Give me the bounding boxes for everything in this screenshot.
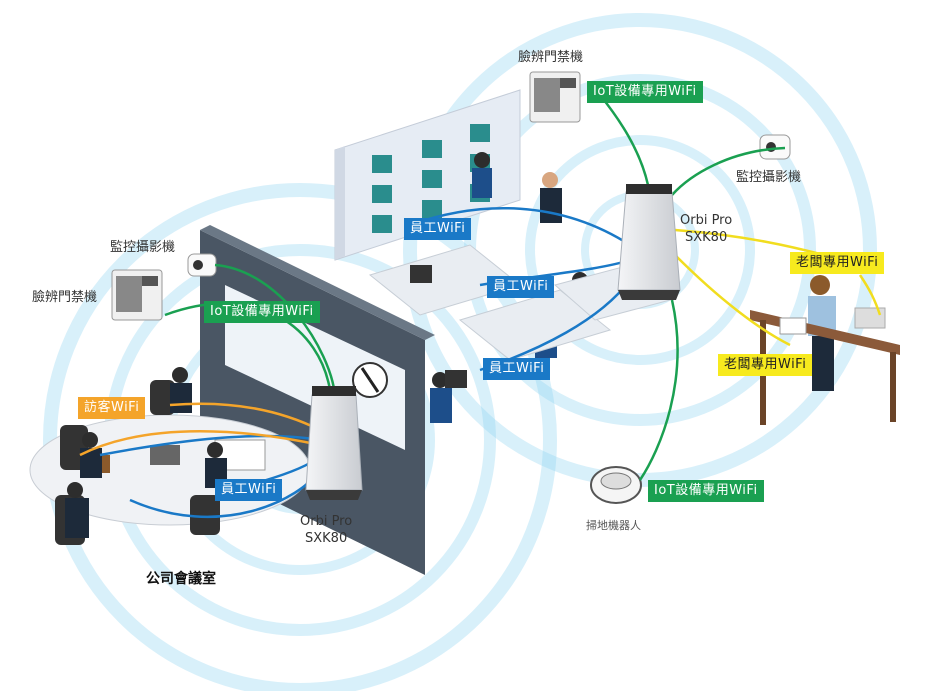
iot-wifi-tag-bottom: IoT設備專用WiFi (648, 480, 764, 502)
router-left-model: Orbi Pro (300, 514, 353, 529)
face-gate-left-label: 臉辨門禁機 (32, 290, 98, 305)
router-right-sku: SXK80 (684, 230, 728, 245)
router-left-sku: SXK80 (304, 531, 348, 546)
iot-wifi-tag-left: IoT設備專用WiFi (204, 301, 320, 323)
boss-wifi-tag-1: 老闆專用WiFi (790, 252, 885, 274)
router-right (617, 184, 681, 300)
connection-lines (79, 94, 882, 518)
camera-left (187, 253, 217, 277)
boss-wifi-tag-2: 老闆專用WiFi (718, 354, 813, 376)
employee-wifi-tag-3: 員工WiFi (483, 358, 551, 380)
people (65, 152, 836, 538)
camera-right-label: 監控攝影機 (736, 170, 802, 185)
face-gate-left (111, 269, 163, 321)
robot-vacuum (590, 466, 642, 504)
employee-wifi-tag-1: 員工WiFi (404, 218, 472, 240)
employee-wifi-tag-2: 員工WiFi (487, 276, 555, 298)
router-left-label: Orbi Pro SXK80 (300, 513, 352, 547)
router-left (305, 386, 363, 500)
router-right-model: Orbi Pro (680, 213, 733, 228)
face-gate-top-label: 臉辨門禁機 (518, 50, 584, 65)
camera-right (759, 134, 791, 160)
iot-wifi-tag-top: IoT設備專用WiFi (587, 81, 703, 103)
face-gate-top (529, 71, 581, 123)
room-label: 公司會議室 (146, 571, 216, 587)
employee-wifi-tag-left: 員工WiFi (215, 479, 283, 501)
router-right-label: Orbi Pro SXK80 (680, 212, 732, 246)
guest-wifi-tag: 訪客WiFi (78, 397, 146, 419)
camera-left-label: 監控攝影機 (110, 240, 176, 255)
robot-label: 掃地機器人 (586, 519, 641, 532)
